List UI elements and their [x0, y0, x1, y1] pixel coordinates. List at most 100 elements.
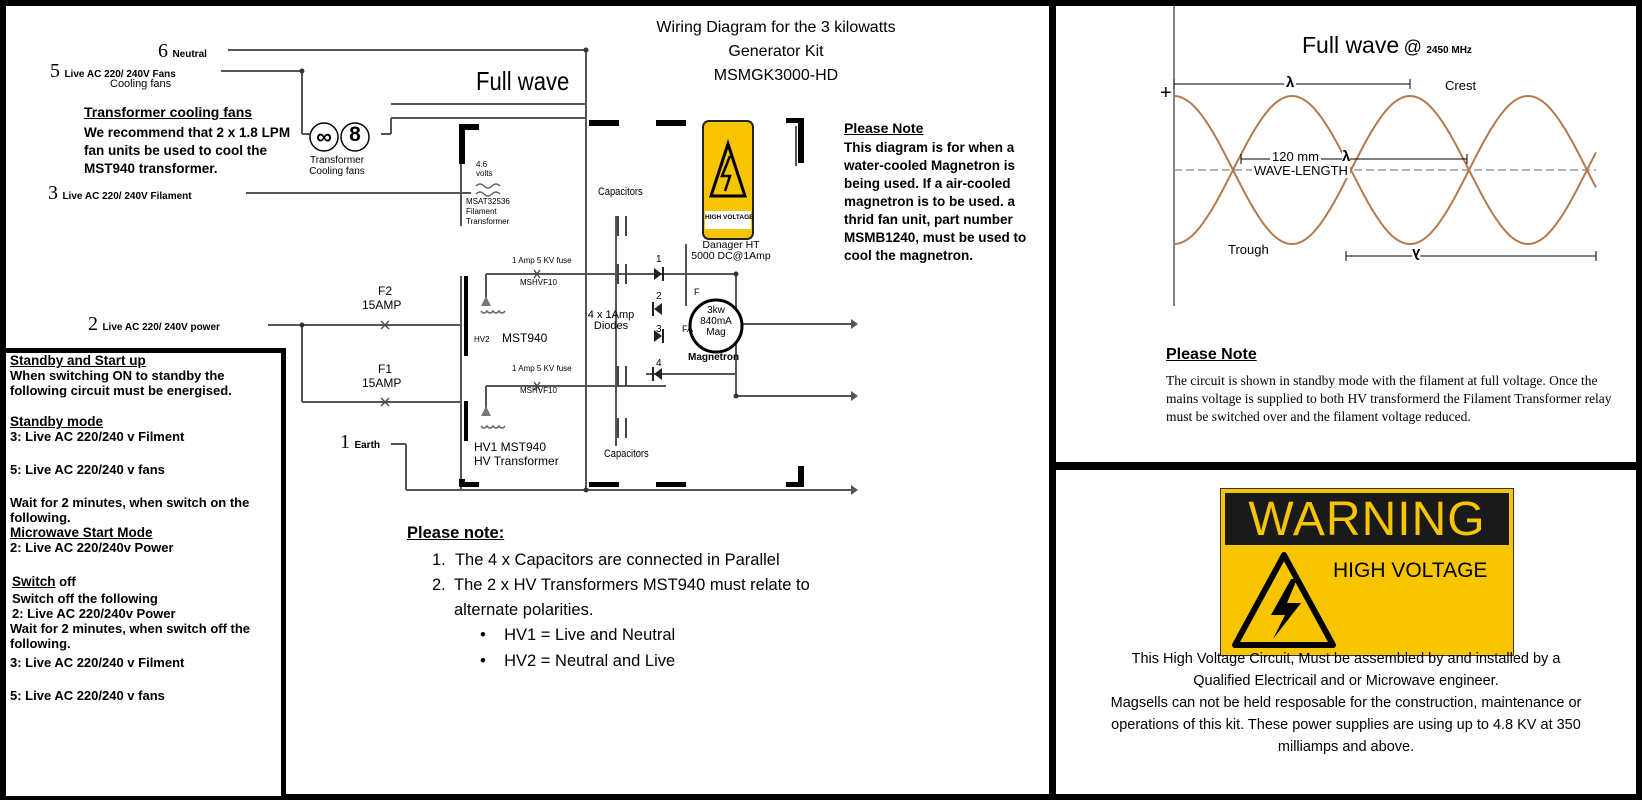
- fuse-f1: F1 15AMP: [362, 362, 401, 390]
- diode-number: 1: [656, 254, 662, 265]
- warning-subtitle: HIGH VOLTAGE: [1333, 559, 1488, 582]
- filament-part: MSAT32536: [466, 197, 510, 206]
- magnetron-power: 3kw: [707, 305, 725, 316]
- wave-at: @: [1403, 37, 1422, 57]
- wiring-schematic: [221, 47, 858, 495]
- input-number: 2: [88, 313, 98, 335]
- input-number: 1: [340, 431, 350, 453]
- fuse-rating: 15AMP: [362, 376, 402, 390]
- input-label: Neutral: [172, 49, 207, 60]
- list-item: 1. The 4 x Capacitors are connected in P…: [432, 551, 780, 569]
- input-neutral: 6 Neutral: [158, 40, 207, 63]
- input-label: Live AC 220/ 240V Filament: [62, 191, 192, 202]
- warning-word: WARNING: [1248, 492, 1486, 546]
- fan-icon: 8: [349, 123, 361, 146]
- input-fans: 5 Live AC 220/ 240V Fans: [50, 60, 176, 83]
- hv2-name: MST940: [502, 331, 548, 345]
- startup-instructions-panel: Standby and Start up When switching ON t…: [6, 348, 286, 796]
- warning-sign: WARNING HIGH VOLTAGE: [1220, 488, 1514, 656]
- diodes-caption: Diodes: [593, 320, 629, 332]
- hv2-label: HV2: [474, 335, 490, 344]
- filament-caption-line: Filament: [466, 207, 497, 216]
- instruction-text: 2: Live AC 220/240v Power: [12, 606, 176, 621]
- full-wave-panel: Full wave @ 2450 MHz + λ Crest 120 mm λ …: [1056, 6, 1636, 462]
- list-item: 2.The 2 x HV Transformers MST940 must re…: [432, 573, 832, 623]
- plus-sign: +: [1160, 82, 1172, 104]
- sub-list-item-text: HV1 = Live and Neutral: [504, 626, 676, 644]
- list-item-text: The 2 x HV Transformers MST940 must rela…: [454, 576, 810, 619]
- hv-fuse-label: 1 Amp 5 KV fuse: [512, 364, 572, 373]
- full-wave-label: Full wave: [476, 66, 570, 96]
- title-line-1: Wiring Diagram for the 3 kilowatts: [656, 19, 896, 36]
- section-heading-switch: Switch off: [12, 573, 278, 591]
- magnetron-caption: Magnetron: [688, 352, 740, 363]
- danger-rating: 5000 DC@1Amp: [691, 250, 771, 262]
- hv1-label: HV1 MST940 HV Transformer: [474, 440, 559, 468]
- lambda-label: λ: [1342, 148, 1351, 165]
- magnetron-current: 840mA: [700, 316, 732, 327]
- danger-label: Danager HT 5000 DC@1Amp: [688, 240, 774, 262]
- magnetron-f: F: [694, 287, 700, 297]
- input-earth: 1 Earth: [340, 431, 380, 454]
- input-label: Live AC 220/ 240V power: [102, 322, 220, 333]
- instruction-text: Wait for 2 minutes, when switch off the …: [10, 621, 251, 651]
- filament-caption: MSAT32536 Filament Transformer: [466, 197, 510, 227]
- fan-note-title: Transformer cooling fans: [84, 104, 253, 120]
- diode-number: 3: [656, 324, 662, 335]
- warning-panel: WARNING HIGH VOLTAGE This High Voltage C…: [1056, 470, 1636, 794]
- instruction-text: 3: Live AC 220/240 v Filment: [10, 655, 185, 670]
- volts-value: 4.6: [476, 160, 488, 169]
- fan-icon: ∞: [316, 124, 332, 149]
- warning-line: This High Voltage Circuit, Must be assem…: [1131, 651, 1561, 667]
- instruction-text: 5: Live AC 220/240 v fans: [10, 462, 165, 477]
- fuse-f2: F2 15AMP: [362, 284, 401, 312]
- input-label: Earth: [354, 440, 381, 451]
- input-label: Live AC 220/ 240V Fans: [64, 69, 176, 80]
- instruction-text: 2: Live AC 220/240v Power: [10, 540, 174, 555]
- instruction-text: Switch off the following: [12, 591, 158, 606]
- hv-fuse-part: MSHVF10: [520, 278, 557, 287]
- danger-title: Danager HT: [702, 239, 760, 251]
- instruction-text: 3: Live AC 220/240 v Filment: [10, 429, 185, 444]
- volts-unit: volts: [476, 169, 493, 178]
- filament-caption-line: Transformer: [466, 217, 510, 226]
- section-heading: Microwave Start Mode: [10, 525, 153, 540]
- diagram-title: Wiring Diagram for the 3 kilowatts Gener…: [626, 16, 926, 88]
- section-heading: Standby and Start up: [10, 353, 146, 368]
- input-number: 5: [50, 60, 60, 82]
- wave-note-body: The circuit is shown in standby mode wit…: [1166, 373, 1612, 424]
- wavelength-label: WAVE-LENGTH: [1252, 163, 1350, 178]
- capacitors-label: Capacitors: [604, 448, 649, 460]
- warning-line: operations of this kit. These power supp…: [1111, 717, 1581, 733]
- warning-band: WARNING: [1225, 492, 1509, 546]
- warning-body: This High Voltage Circuit, Must be assem…: [1056, 648, 1636, 758]
- magnetron-abbr: Mag: [706, 327, 726, 338]
- section-heading-suffix: off: [55, 574, 76, 589]
- title-line-3: MSMGK3000-HD: [713, 67, 839, 84]
- wave-title: Full wave @ 2450 MHz: [1302, 32, 1472, 59]
- wave-note-title: Please Note: [1166, 346, 1257, 363]
- hv-sign-text: HIGH VOLTAGE: [705, 214, 754, 221]
- diodes-label: 4 x 1Amp Diodes: [586, 310, 636, 332]
- diode-number: 2: [656, 291, 662, 302]
- instructions-list: Standby and Start up When switching ON t…: [10, 353, 278, 703]
- trough-label: Trough: [1228, 242, 1269, 257]
- fan-note-body: We recommend that 2 x 1.8 LPM fan units …: [84, 125, 291, 176]
- fuse-name: F2: [377, 284, 392, 298]
- diode-number: 4: [656, 358, 662, 369]
- input-fans-sub: Cooling fans: [110, 78, 172, 90]
- input-filament: 3 Live AC 220/ 240V Filament: [48, 182, 192, 205]
- wave-line-1: [1173, 94, 1597, 246]
- lambda-label: λ: [1284, 74, 1297, 91]
- capacitors-label: Capacitors: [598, 186, 643, 198]
- please-note-body: This diagram is for when a water-cooled …: [844, 140, 1027, 263]
- fan-caption-line: Cooling fans: [309, 166, 365, 177]
- fan-caption-line: Transformer: [309, 155, 365, 166]
- instruction-text: Wait for 2 minutes, when switch on the f…: [10, 495, 250, 525]
- hv-fuse-label: 1 Amp 5 KV fuse: [512, 256, 572, 265]
- wave-frequency: 2450 MHz: [1426, 45, 1472, 56]
- magnetron-label: 3kw 840mA Mag: [694, 305, 738, 338]
- hv1-name: HV1 MST940: [474, 440, 547, 454]
- section-heading: Switch: [12, 574, 56, 589]
- input-number: 3: [48, 182, 58, 204]
